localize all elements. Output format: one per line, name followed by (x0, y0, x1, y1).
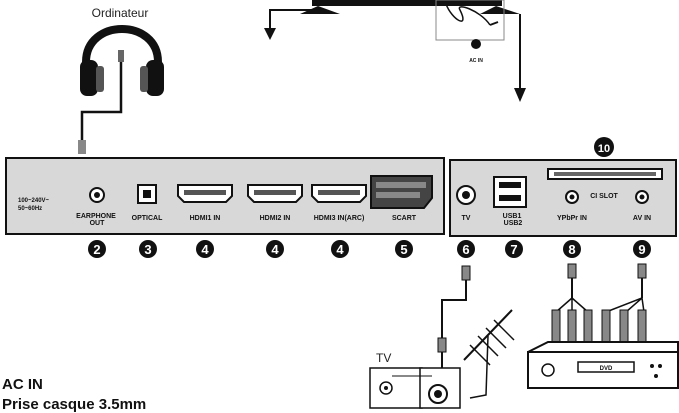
dvd-label: DVD (600, 366, 613, 372)
callout-2-text: 2 (93, 242, 100, 257)
ypbpr-label: YPbPr IN (557, 215, 587, 222)
callout-6-text: 6 (462, 242, 469, 257)
callout-8: 8 (563, 240, 581, 258)
av-in-jack[interactable] (635, 190, 649, 204)
usb-ports[interactable] (493, 176, 527, 208)
ordinateur-label: Ordinateur (92, 6, 149, 20)
power-cord-box: AC IN (435, 0, 505, 64)
earphone-label-line2: OUT (90, 220, 106, 227)
callout-7: 7 (505, 240, 523, 258)
callout-6: 6 (457, 240, 475, 258)
headphone-cable (78, 50, 124, 154)
antenna-cable (437, 265, 471, 373)
power-spec-line2: 50~60Hz (18, 206, 42, 212)
av-cable (601, 263, 647, 343)
callout-9-text: 9 (638, 242, 645, 257)
tv-socket-label: TV (376, 351, 391, 365)
earphone-jack[interactable] (89, 187, 105, 203)
callout-9: 9 (633, 240, 651, 258)
callout-4b: 4 (266, 240, 284, 258)
hdmi1-port[interactable] (177, 184, 233, 203)
callout-5: 5 (395, 240, 413, 258)
scart-label: SCART (392, 215, 417, 222)
callout-4b-text: 4 (271, 242, 279, 257)
ci-slot-label: CI SLOT (590, 193, 618, 200)
ypbpr-cable (551, 263, 593, 343)
hdmi2-label: HDMI2 IN (260, 215, 291, 222)
dvd-player-icon (527, 341, 679, 389)
av-in-label: AV IN (633, 215, 651, 222)
callout-10: 10 (594, 137, 614, 157)
tv-base-top (300, 0, 520, 14)
tv-port-label: TV (462, 215, 471, 222)
ypbpr-jack[interactable] (565, 190, 579, 204)
usb-label: USB1 USB2 (503, 213, 524, 227)
arrow-left-down (264, 9, 318, 40)
callout-2: 2 (88, 240, 106, 258)
optical-label: OPTICAL (132, 215, 163, 222)
power-spec-label: 100~240V~ 50~60Hz (18, 198, 51, 212)
headphones-icon (80, 25, 164, 96)
power-spec-line1: 100~240V~ (18, 198, 50, 204)
scart-port[interactable] (370, 175, 433, 209)
tv-wall-socket (369, 367, 461, 409)
earphone-label-line1: EARPHONE (76, 213, 116, 220)
callout-4c: 4 (331, 240, 349, 258)
ac-in-small-label: AC IN (469, 58, 483, 64)
optical-port[interactable] (137, 184, 157, 204)
callout-8-text: 8 (568, 242, 575, 257)
ci-slot[interactable] (547, 168, 663, 180)
callout-7-text: 7 (510, 242, 517, 257)
callout-10-text: 10 (598, 143, 610, 155)
callout-4a-text: 4 (201, 242, 209, 257)
legend-ac-in: AC IN (2, 376, 43, 393)
callout-3-text: 3 (144, 242, 151, 257)
hdmi3-port[interactable] (311, 184, 367, 203)
tv-antenna-port[interactable] (456, 185, 476, 205)
earphone-out-label: EARPHONE OUT (76, 213, 118, 227)
antenna-icon (463, 309, 515, 399)
usb-label-line1: USB1 (503, 213, 522, 220)
arrow-right-down (514, 14, 526, 102)
hdmi3-label: HDMI3 IN(ARC) (314, 215, 365, 222)
hdmi2-port[interactable] (247, 184, 303, 203)
usb-label-line2: USB2 (504, 220, 523, 227)
callout-4c-text: 4 (336, 242, 344, 257)
callout-4a: 4 (196, 240, 214, 258)
legend-casque: Prise casque 3.5mm (2, 396, 147, 413)
hdmi1-label: HDMI1 IN (190, 215, 221, 222)
callout-5-text: 5 (400, 242, 407, 257)
callout-3: 3 (139, 240, 157, 258)
